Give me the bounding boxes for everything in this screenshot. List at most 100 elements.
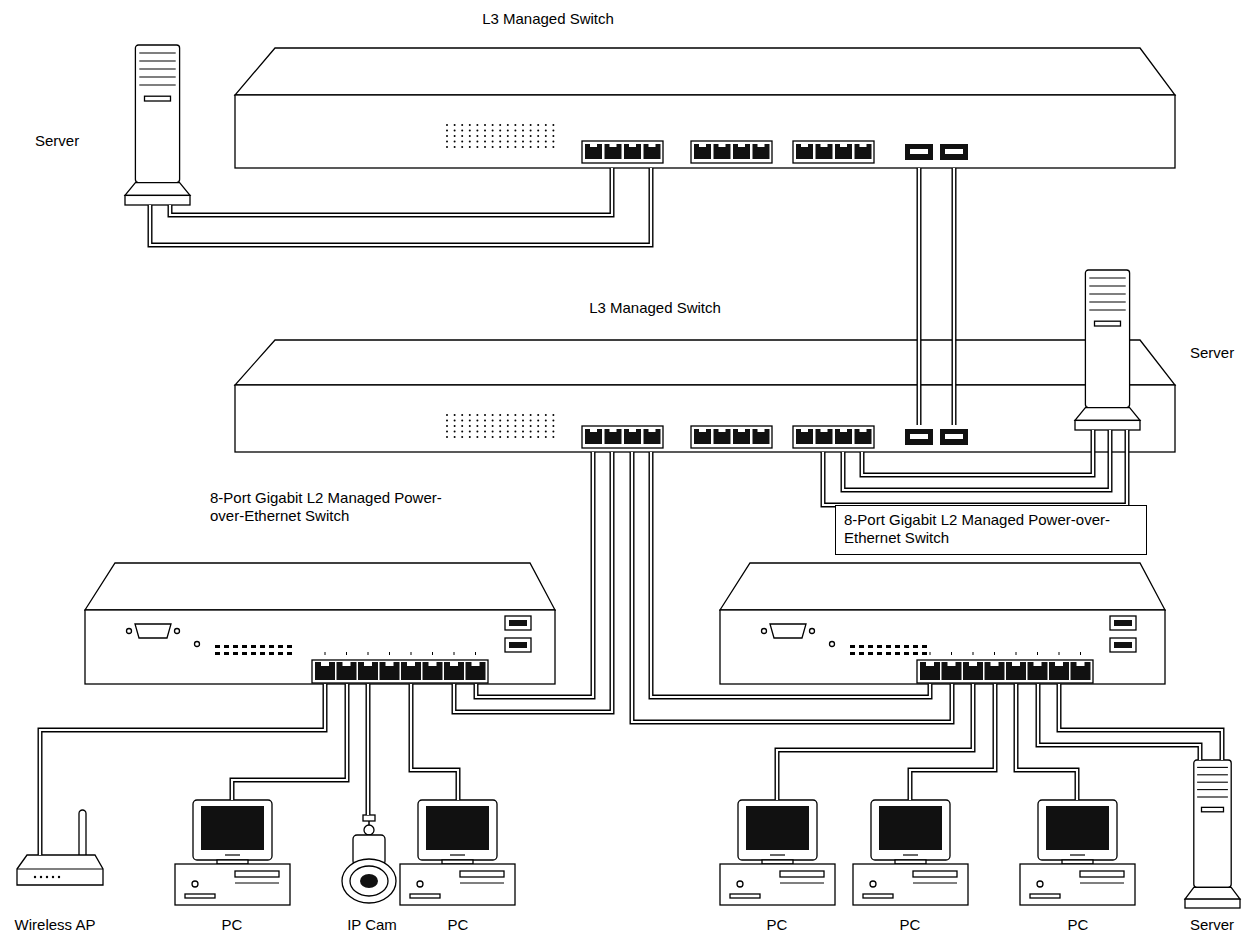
cable-core xyxy=(150,168,651,245)
l3-switch-drawing xyxy=(235,140,1175,168)
poe-switch-drawing xyxy=(85,658,555,684)
ap-edge xyxy=(17,868,103,869)
vent-dot xyxy=(499,436,501,438)
status-led xyxy=(215,645,220,648)
port-notch xyxy=(450,662,458,666)
vent-dot xyxy=(446,436,448,438)
port-tick xyxy=(368,652,369,655)
vent-dot xyxy=(499,135,501,137)
server-base xyxy=(125,183,190,196)
pc-drawing xyxy=(175,800,290,905)
ethernet-port xyxy=(444,662,464,680)
vent-dot xyxy=(552,436,554,438)
device-label: Server xyxy=(35,132,79,150)
status-led xyxy=(913,652,918,655)
port-tick xyxy=(951,652,952,655)
pc: PC xyxy=(1020,800,1135,905)
pc-drive xyxy=(235,871,279,877)
wireless-ap-drawing xyxy=(15,855,105,895)
vent-dot xyxy=(461,124,463,126)
camera-joint xyxy=(364,825,374,835)
vent-dot xyxy=(469,420,471,422)
vent-dot xyxy=(530,124,532,126)
server-body xyxy=(135,45,179,183)
port-group xyxy=(793,141,874,163)
boxed-device-label: 8-Port Gigabit L2 Managed Power-over-Eth… xyxy=(835,505,1147,555)
vent-dot xyxy=(522,420,524,422)
pc-drive xyxy=(460,871,504,877)
vent-dot xyxy=(499,420,501,422)
status-led xyxy=(868,652,873,655)
port-tick xyxy=(325,652,326,655)
pc-drive-line xyxy=(1080,882,1124,883)
ethernet-port xyxy=(714,429,731,444)
vent-dot xyxy=(499,431,501,433)
l3-switch-drawing xyxy=(235,425,1175,452)
device-label: Server xyxy=(1190,344,1234,362)
ethernet-port xyxy=(358,662,378,680)
vent-dot xyxy=(514,420,516,422)
reset-button xyxy=(830,642,835,647)
monitor-trim xyxy=(225,854,240,855)
vent-dot xyxy=(522,436,524,438)
status-led xyxy=(242,645,247,648)
vent-dot xyxy=(484,146,486,148)
fiber-port xyxy=(905,144,933,160)
vent-dot xyxy=(476,431,478,433)
vent-dot xyxy=(461,130,463,132)
port-notch xyxy=(610,429,617,432)
camera-lens xyxy=(360,874,378,888)
status-led xyxy=(850,645,855,648)
poe-switch: 8-Port Gigabit L2 Managed Power-over-Eth… xyxy=(85,658,555,684)
vent-dot xyxy=(469,124,471,126)
status-led xyxy=(260,645,265,648)
server-tower-parts xyxy=(1075,270,1140,430)
vent-dot xyxy=(514,431,516,433)
vent-dot xyxy=(507,141,509,143)
vent-dot xyxy=(545,130,547,132)
port-tick xyxy=(1059,652,1060,655)
port-notch xyxy=(719,144,726,147)
drive-bay xyxy=(1089,301,1125,302)
port-group xyxy=(312,660,488,683)
switch-top xyxy=(235,340,1175,385)
port-tick xyxy=(475,652,476,655)
port-notch xyxy=(699,144,706,147)
poe-switch-drawing xyxy=(720,658,1165,684)
vent-dot xyxy=(537,130,539,132)
monitor-screen xyxy=(1046,806,1109,850)
device-label: PC xyxy=(767,916,788,934)
status-led xyxy=(251,645,256,648)
status-led xyxy=(278,652,283,655)
vent-dot xyxy=(469,425,471,427)
vent-dot xyxy=(507,124,509,126)
port-notch xyxy=(860,144,867,147)
vent-dot xyxy=(484,124,486,126)
vent-dot xyxy=(507,414,509,416)
vent-dot xyxy=(545,431,547,433)
pc-case xyxy=(1020,864,1135,905)
server-base xyxy=(1075,408,1140,421)
vent-dot xyxy=(522,135,524,137)
ap-led xyxy=(40,876,42,878)
vent-dot xyxy=(476,414,478,416)
ethernet-port xyxy=(942,662,962,680)
ethernet-port xyxy=(714,144,731,159)
device-label: Server xyxy=(1190,916,1234,934)
monitor xyxy=(1038,800,1117,860)
vent-dot xyxy=(530,141,532,143)
cable-jacket xyxy=(170,168,612,215)
ethernet-port xyxy=(605,429,622,444)
device-label: IP Cam xyxy=(347,916,397,934)
ethernet-port xyxy=(585,429,602,444)
vent-dot xyxy=(545,436,547,438)
ethernet-port xyxy=(855,429,872,444)
vent-dot xyxy=(461,135,463,137)
server-tower-drawing xyxy=(1075,270,1140,430)
vent-dot xyxy=(492,436,494,438)
port-tick xyxy=(389,652,390,655)
pc-drive xyxy=(1080,871,1124,877)
monitor-screen xyxy=(426,806,489,850)
vent-dot xyxy=(507,425,509,427)
